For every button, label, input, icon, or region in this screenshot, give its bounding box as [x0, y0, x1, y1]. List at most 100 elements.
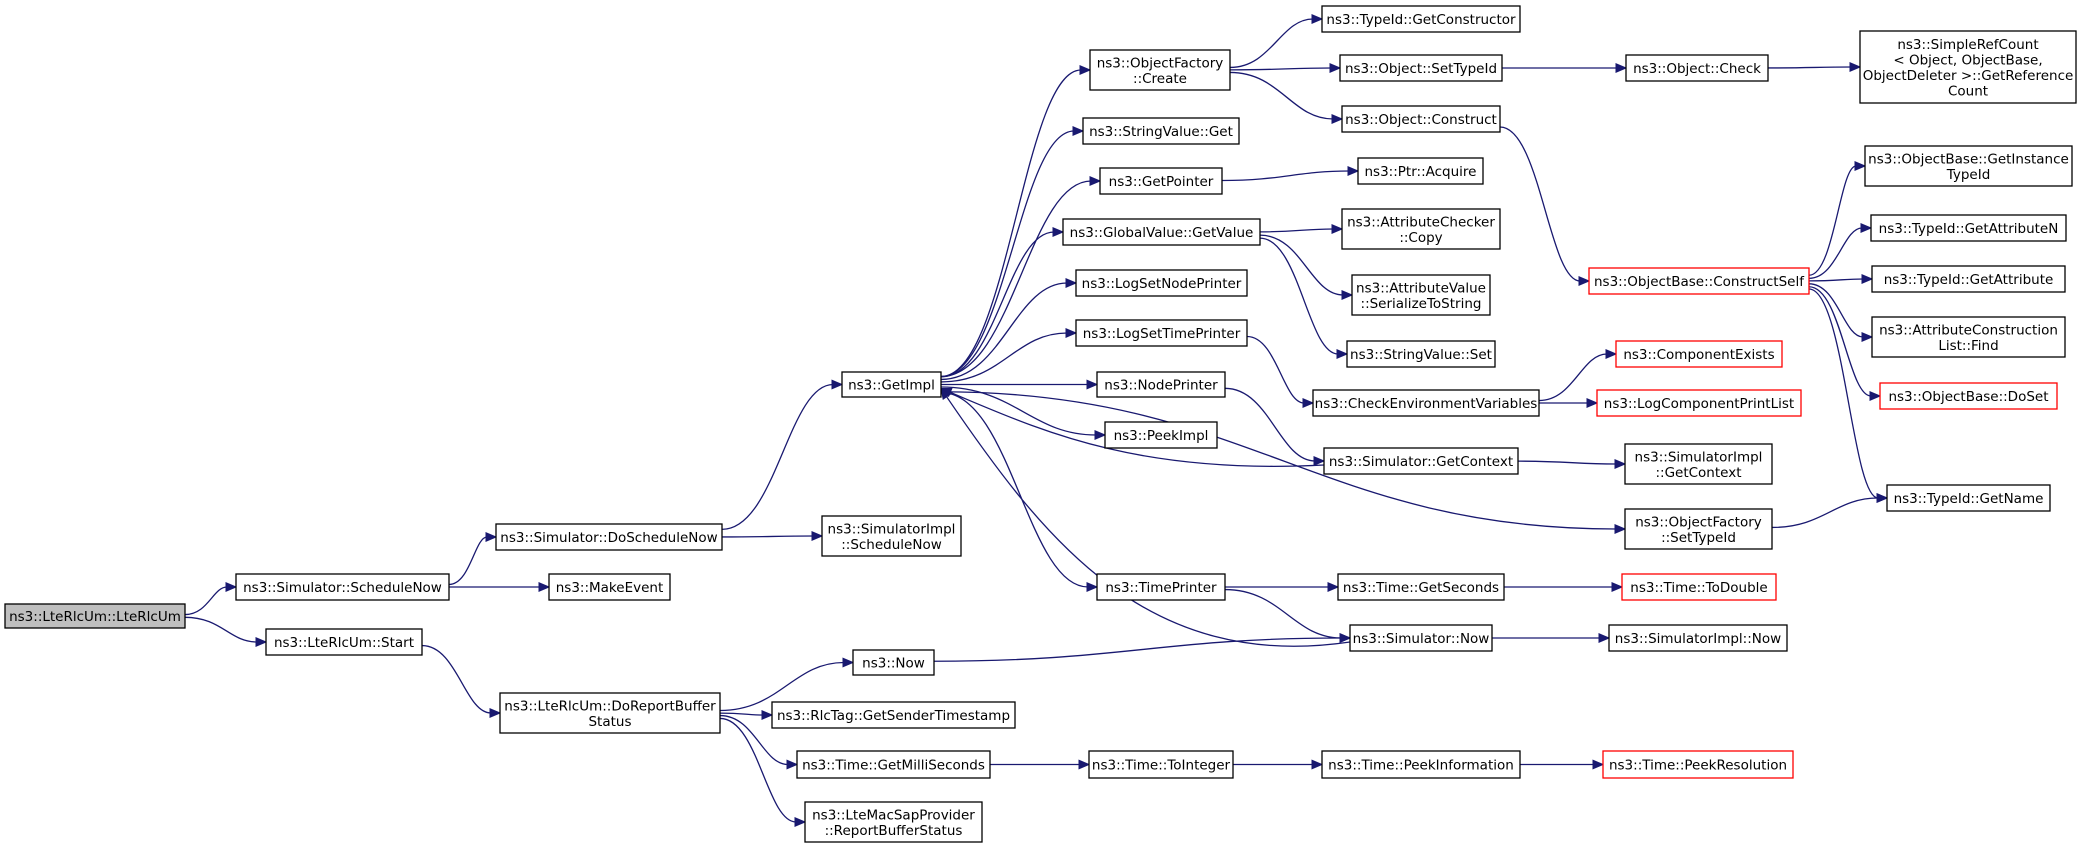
node-simImplGetCtx[interactable]: ns3::SimulatorImpl::GetContext — [1624, 443, 1773, 485]
node-peekRes[interactable]: ns3::Time::PeekResolution — [1602, 750, 1794, 779]
node-label: ns3::TypeId::GetAttributeN — [1879, 221, 2059, 237]
node-box — [1062, 218, 1261, 246]
edge-doReport-to-lteMacSap — [719, 717, 807, 827]
node-schedNow[interactable]: ns3::Simulator::ScheduleNow — [235, 573, 450, 601]
node-lteMacSap[interactable]: ns3::LteMacSapProvider::ReportBufferStat… — [804, 801, 983, 843]
node-objBaseDoSet[interactable]: ns3::ObjectBase::DoSet — [1879, 382, 2058, 410]
node-simImplSchedNow[interactable]: ns3::SimulatorImpl::ScheduleNow — [821, 515, 962, 557]
node-timeGetSeconds[interactable]: ns3::Time::GetSeconds — [1337, 573, 1505, 601]
node-getAttrN[interactable]: ns3::TypeId::GetAttributeN — [1870, 214, 2067, 242]
node-strValGet[interactable]: ns3::StringValue::Get — [1082, 117, 1240, 145]
arrowhead — [1869, 391, 1882, 401]
node-box — [1871, 316, 2066, 358]
arrowhead — [786, 759, 799, 770]
edge-line — [721, 383, 834, 531]
node-toInteger[interactable]: ns3::Time::ToInteger — [1088, 750, 1234, 779]
node-toDouble[interactable]: ns3::Time::ToDouble — [1621, 573, 1777, 601]
node-globalGetValue[interactable]: ns3::GlobalValue::GetValue — [1062, 218, 1261, 246]
node-logCompPrint[interactable]: ns3::LogComponentPrintList — [1596, 389, 1802, 417]
edge-line — [1808, 286, 1872, 397]
arrowhead — [1089, 176, 1102, 186]
node-label: ns3::LogSetTimePrinter — [1083, 326, 1241, 342]
edge-getImpl-to-getPointer — [940, 176, 1102, 378]
node-attrValSer[interactable]: ns3::AttributeValue::SerializeToString — [1351, 274, 1491, 316]
edge-line — [940, 391, 1089, 588]
edge-line — [1538, 353, 1608, 402]
edge-line — [721, 535, 814, 538]
arrowhead — [1336, 349, 1349, 359]
arrowhead — [811, 531, 824, 541]
node-typeIdGetCtor[interactable]: ns3::TypeId::GetConstructor — [1321, 5, 1521, 33]
edge-objConstruct-to-constructSelf — [1499, 126, 1591, 286]
node-objFactSetTypeId[interactable]: ns3::ObjectFactory::SetTypeId — [1624, 508, 1773, 550]
edge-logSetTime-to-checkEnv — [1246, 335, 1315, 408]
edge-getMilli-to-toInteger — [990, 759, 1091, 770]
edge-line — [719, 717, 797, 823]
node-doSchedNow[interactable]: ns3::Simulator::DoScheduleNow — [495, 523, 723, 551]
node-objConstruct[interactable]: ns3::Object::Construct — [1341, 105, 1501, 133]
node-rlcTag[interactable]: ns3::RlcTag::GetSenderTimestamp — [771, 701, 1016, 729]
node-now[interactable]: ns3::Now — [852, 649, 935, 676]
node-label: ns3::SimulatorImpl — [1635, 449, 1763, 465]
node-getAttr[interactable]: ns3::TypeId::GetAttribute — [1871, 265, 2066, 293]
node-strValSet[interactable]: ns3::StringValue::Set — [1346, 340, 1496, 368]
node-getPointer[interactable]: ns3::GetPointer — [1099, 167, 1223, 195]
node-label: ns3::RlcTag::GetSenderTimestamp — [777, 708, 1010, 724]
node-simImplNow[interactable]: ns3::SimulatorImpl::Now — [1608, 624, 1788, 652]
node-ptrAcquire[interactable]: ns3::Ptr::Acquire — [1357, 157, 1484, 185]
node-objFactCreate[interactable]: ns3::ObjectFactory::Create — [1089, 49, 1231, 91]
node-label: Count — [1948, 83, 1988, 99]
node-typeIdGetName[interactable]: ns3::TypeId::GetName — [1886, 484, 2051, 512]
edge-line — [1259, 237, 1339, 355]
arrowhead — [1614, 459, 1627, 469]
node-box — [1879, 382, 2058, 410]
node-makeEvent[interactable]: ns3::MakeEvent — [548, 573, 671, 601]
node-attrCheckerCopy[interactable]: ns3::AttributeChecker::Copy — [1341, 208, 1501, 250]
node-label: ns3::MakeEvent — [556, 580, 664, 596]
node-peekImpl[interactable]: ns3::PeekImpl — [1104, 421, 1218, 449]
node-box — [771, 701, 1016, 729]
node-constructSelf[interactable]: ns3::ObjectBase::ConstructSelf — [1588, 267, 1810, 295]
node-compExists[interactable]: ns3::ComponentExists — [1615, 340, 1783, 368]
node-label: ::SetTypeId — [1661, 530, 1736, 546]
edge-line — [1517, 460, 1617, 465]
node-objSetTypeId[interactable]: ns3::Object::SetTypeId — [1339, 54, 1503, 82]
node-logSetNode[interactable]: ns3::LogSetNodePrinter — [1075, 269, 1248, 297]
node-logSetTime[interactable]: ns3::LogSetTimePrinter — [1075, 319, 1248, 347]
edge-root-to-schedNow — [184, 582, 238, 616]
node-simGetContext[interactable]: ns3::Simulator::GetContext — [1323, 447, 1519, 475]
edge-constructSelf-to-objBaseDoSet — [1808, 286, 1882, 401]
node-peekInfo[interactable]: ns3::Time::PeekInformation — [1321, 750, 1521, 779]
node-start[interactable]: ns3::LteRlcUm::Start — [265, 628, 423, 656]
node-getImpl[interactable]: ns3::GetImpl — [841, 371, 942, 398]
arrowhead — [1578, 276, 1591, 286]
edge-getImpl-to-logSetTime — [940, 328, 1078, 383]
node-simpleRefCount[interactable]: ns3::SimpleRefCount< Object, ObjectBase,… — [1859, 30, 2077, 104]
node-label: ns3::Time::GetMilliSeconds — [802, 758, 985, 774]
edge-line — [1229, 18, 1314, 69]
node-nodePrinter[interactable]: ns3::NodePrinter — [1096, 371, 1226, 398]
node-box — [1870, 214, 2067, 242]
node-objCheck[interactable]: ns3::Object::Check — [1625, 54, 1769, 82]
node-box — [852, 649, 935, 676]
node-root[interactable]: ns3::LteRlcUm::LteRlcUm — [4, 603, 186, 629]
node-box — [1341, 105, 1501, 133]
node-checkEnv[interactable]: ns3::CheckEnvironmentVariables — [1312, 389, 1540, 417]
edge-line — [940, 231, 1055, 378]
node-box — [1104, 421, 1218, 449]
edge-globalGetValue-to-attrValSer — [1259, 234, 1354, 300]
node-label: ns3::TypeId::GetConstructor — [1326, 12, 1516, 28]
node-getMilli[interactable]: ns3::Time::GetMilliSeconds — [796, 750, 991, 779]
edge-doReport-to-rlcTag — [719, 710, 774, 720]
edge-line — [184, 586, 228, 616]
node-label: ns3::LogSetNodePrinter — [1082, 276, 1242, 292]
arrowhead — [1311, 759, 1324, 770]
node-box — [1621, 573, 1777, 601]
node-timePrinter[interactable]: ns3::TimePrinter — [1096, 573, 1226, 601]
node-box — [796, 750, 991, 779]
node-simNow[interactable]: ns3::Simulator::Now — [1349, 624, 1493, 652]
node-label: ::GetContext — [1655, 465, 1741, 481]
